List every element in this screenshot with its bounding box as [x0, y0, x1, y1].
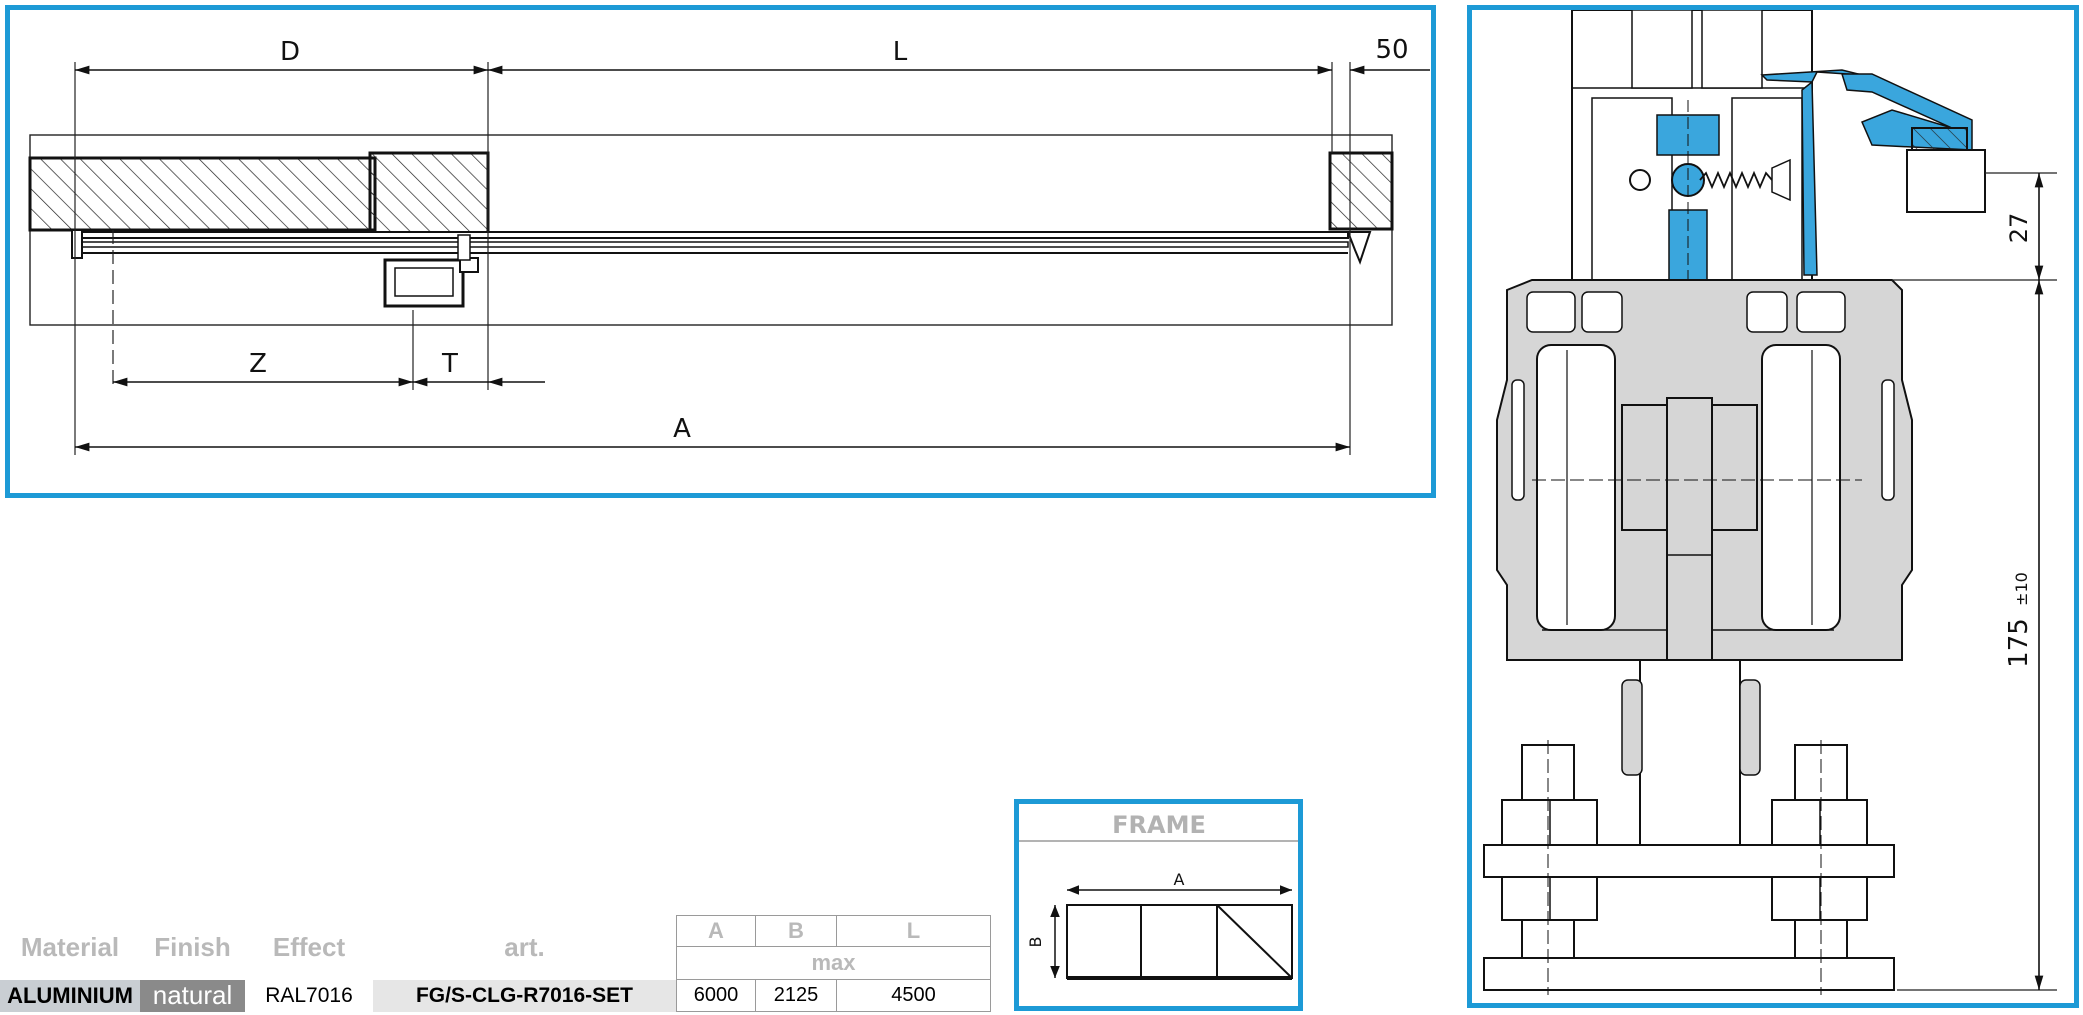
spec-table: Material Finish Effect art. A B L max AL…	[0, 915, 991, 1012]
spec-header-row: Material Finish Effect art. A B L	[0, 915, 991, 962]
cell-b: 2125	[755, 979, 837, 1012]
dim-175-label: 175 ±10	[2004, 572, 2034, 668]
header-max: max	[676, 946, 991, 980]
cell-a: 6000	[676, 979, 756, 1012]
frame-dim-a-label: A	[1174, 870, 1185, 889]
header-a: A	[676, 915, 756, 947]
header-art: art.	[504, 932, 545, 962]
door-leaf	[368, 151, 490, 237]
cell-finish: natural	[140, 979, 245, 1012]
frame-legend-drawing: FRAME A B	[1019, 811, 1298, 980]
dim-175-tolerance: ±10	[2012, 572, 2031, 606]
wheel-left	[1536, 344, 1616, 631]
cell-l: 4500	[836, 979, 991, 1012]
dim-t-label: T	[441, 349, 458, 379]
dim-27-label: 27	[2005, 213, 2033, 244]
spec-max-row: max	[0, 946, 991, 980]
header-material: Material	[20, 932, 120, 962]
wheel-right	[1761, 344, 1841, 631]
cell-art: FG/S-CLG-R7016-SET	[373, 979, 677, 1012]
dim-a-label: A	[673, 414, 691, 444]
frame-outline	[1066, 904, 1293, 979]
dim-d-label: D	[280, 37, 300, 67]
cell-material: ALUMINIUM	[0, 979, 140, 1012]
header-b: B	[755, 915, 837, 947]
floor-plate	[1483, 957, 1895, 991]
section-view-panel: 27 175 ±10	[1467, 5, 2079, 1008]
track-rail	[77, 231, 1349, 239]
frame-title: FRAME	[1112, 811, 1206, 839]
cell-effect: RAL7016	[265, 983, 353, 1007]
header-l: L	[836, 915, 991, 947]
frame-dim-b-label: B	[1026, 937, 1045, 948]
dim-z-label: Z	[249, 349, 267, 379]
top-view-panel: D L 50 Z T A	[5, 5, 1436, 498]
header-finish: Finish	[154, 932, 231, 962]
dim-fifty-label: 50	[1375, 35, 1408, 65]
header-effect: Effect	[272, 932, 346, 962]
dim-175-value: 175	[2004, 618, 2034, 668]
left-wall	[28, 156, 377, 232]
section-view-drawing: 27 175 ±10	[1483, 9, 2057, 995]
top-view-drawing: D L 50 Z T A	[28, 35, 1430, 455]
right-wall	[1328, 151, 1394, 231]
frame-legend-panel: FRAME A B	[1014, 799, 1303, 1011]
base-plate	[1483, 844, 1895, 878]
dim-l-label: L	[893, 37, 908, 67]
spec-data-row: ALUMINIUM natural RAL7016 FG/S-CLG-R7016…	[0, 979, 991, 1012]
clip-glass-hatch	[1911, 127, 1968, 151]
